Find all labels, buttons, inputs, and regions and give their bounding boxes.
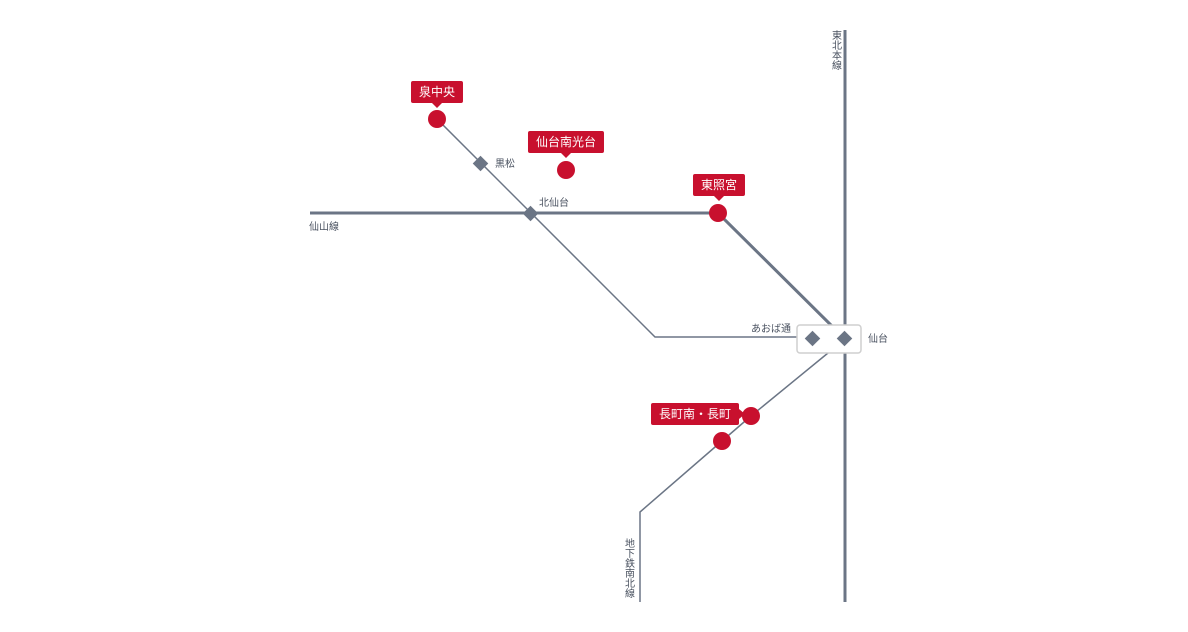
sendaiminamikodai-marker[interactable] (557, 161, 575, 179)
thin-line-north (436, 118, 812, 338)
kitasendai-label: 北仙台 (539, 196, 569, 209)
sendaiminamikodai-tag[interactable]: 仙台南光台 (527, 131, 605, 158)
kuromatsu-junction (472, 155, 489, 172)
sendai-label: 仙台 (868, 332, 888, 345)
nagamachiminami-marker[interactable] (742, 407, 760, 425)
nagamachi-tag[interactable]: 長町南・長町 (651, 403, 746, 425)
toshogu-marker[interactable] (709, 204, 727, 222)
senzan-line-label: 仙山線 (309, 220, 339, 233)
izumichuo-marker[interactable] (428, 110, 446, 128)
tohoku-line-label: 東北本線 (830, 29, 842, 70)
nagamachi-marker[interactable] (713, 432, 731, 450)
aobadori-label: あおば通 (751, 323, 791, 335)
subway-namboku-label: 地下鉄南北線 (623, 537, 635, 598)
izumichuo-tag[interactable]: 泉中央 (410, 81, 464, 108)
kuromatsu-label: 黒松 (495, 157, 515, 170)
subway-namboku-line (639, 352, 829, 602)
toshogu-tag[interactable]: 東照宮 (692, 174, 746, 201)
senzan-line (310, 211, 847, 341)
kitasendai-junction (522, 205, 539, 222)
